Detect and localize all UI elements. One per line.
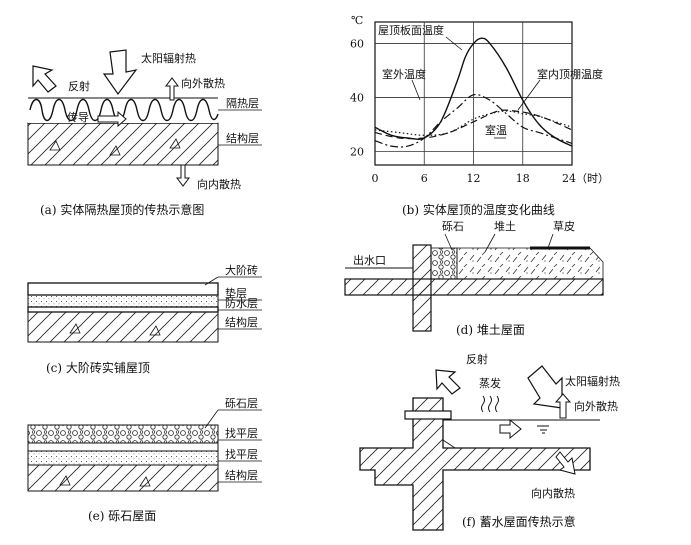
x-end-label: 24（时） [562, 172, 609, 185]
structure-label-e: 结构层 [225, 468, 258, 482]
waterproof-label: 防水层 [225, 296, 258, 310]
waterproof-layer [27, 306, 219, 313]
chart-grid [375, 22, 572, 165]
evaporation-icon [481, 395, 499, 413]
panel-b-chart: ℃ 20 40 60 0 6 12 18 24（时） 屋顶板面温度 室外温度 室… [350, 14, 609, 217]
caption-d: (d) 堆土屋面 [456, 323, 525, 337]
screed-layer-1 [27, 442, 219, 452]
soil-label: 堆土 [494, 220, 516, 233]
solar-arrow-icon-f [527, 365, 563, 409]
y-tick-label: 40 [350, 92, 364, 105]
reflect-arrow-icon [32, 65, 57, 93]
structure-label: 结构层 [226, 131, 259, 145]
structure-layer-e [27, 464, 219, 492]
screed-label-1: 找平层 [225, 426, 258, 440]
outward-arrow-icon [165, 77, 179, 101]
conduction-arrow-icon [97, 110, 127, 128]
evap-label: 蒸发 [479, 376, 501, 390]
series-line [374, 109, 573, 140]
y-tick-label: 20 [350, 146, 364, 159]
chart-series [374, 37, 573, 148]
gravel-layer [27, 424, 219, 444]
x-tick-label: 12 [467, 172, 481, 185]
structure-layer-c [27, 311, 219, 343]
soil-fill [456, 247, 604, 280]
insulation-label: 隔热层 [226, 97, 259, 110]
caption-a: (a) 实体隔热屋顶的传热示意图 [40, 202, 204, 217]
outward-arrow-icon-f [554, 393, 572, 419]
structure-label-c: 结构层 [225, 315, 258, 329]
gravel-label-e: 砾石层 [225, 397, 258, 410]
gravel-label-d: 砾石 [442, 220, 464, 233]
y-tick-label: 60 [350, 38, 364, 51]
outward-label: 向外散热 [181, 76, 225, 90]
reflect-label-f: 反射 [466, 352, 488, 366]
series-label-roof: 屋顶板面温度 [378, 23, 444, 37]
solar-arrow-icon [102, 49, 138, 96]
conduction-label: 传导 [67, 111, 89, 124]
caption-e: (e) 砾石屋面 [88, 509, 156, 523]
series-label-outdoor: 室外温度 [382, 67, 426, 81]
series-label-room: 室温 [485, 123, 507, 137]
solar-label-f: 太阳辐射热 [565, 374, 620, 388]
inward-label: 向内散热 [197, 177, 241, 191]
x-tick-label: 0 [372, 172, 379, 185]
inward-arrow-icon-f [555, 451, 576, 475]
screed-layer-2 [27, 450, 219, 466]
inward-arrow-icon [176, 164, 190, 187]
grass-label: 草皮 [553, 220, 575, 233]
outlet-label: 出水口 [353, 253, 386, 267]
panel-d: 出水口 砾石 堆土 草皮 (d) 堆土屋面 [344, 220, 604, 337]
panel-f: 反射 蒸发 太阳辐射热 向外散热 向内散热 (f) 蓄水屋面传热示意 [359, 352, 620, 531]
conduction-arrow-icon-f [499, 418, 522, 440]
x-tick-label: 18 [516, 172, 530, 185]
series-label-ceiling: 室内顶棚温度 [537, 67, 603, 81]
screed-label-2: 找平层 [225, 447, 258, 461]
panel-c: 大阶砖 垫层 防水层 结构层 (c) 大阶砖实铺屋顶 [27, 263, 262, 375]
y-unit-label: ℃ [351, 14, 363, 27]
caption-b: (b) 实体屋顶的温度变化曲线 [402, 202, 555, 217]
reflect-arrow-icon-f [435, 369, 461, 395]
panel-e: 砾石层 找平层 找平层 结构层 (e) 砾石屋面 [27, 397, 262, 523]
caption-f: (f) 蓄水屋面传热示意 [462, 514, 576, 529]
insulation-waves [29, 98, 219, 122]
tile-layer [27, 282, 219, 296]
cushion-layer [27, 294, 219, 308]
tile-label: 大阶砖 [225, 263, 258, 277]
coping [404, 410, 452, 420]
structure-layer [27, 122, 219, 166]
series-line [374, 93, 573, 148]
outward-label-f: 向外散热 [574, 399, 618, 413]
panel-a: 反射 太阳辐射热 向外散热 传导 隔热层 结构层 向内散热 (a) 实体隔热屋顶… [27, 49, 262, 217]
inward-label-f: 向内散热 [531, 486, 575, 500]
solar-label: 太阳辐射热 [141, 51, 196, 65]
gravel-fill [430, 247, 458, 280]
wall-slab-section [359, 397, 591, 531]
x-tick-label: 6 [421, 172, 428, 185]
reflect-label: 反射 [68, 79, 90, 93]
roof-slab [344, 278, 604, 296]
caption-c: (c) 大阶砖实铺屋顶 [46, 360, 150, 375]
cushion-label: 垫层 [225, 286, 247, 300]
